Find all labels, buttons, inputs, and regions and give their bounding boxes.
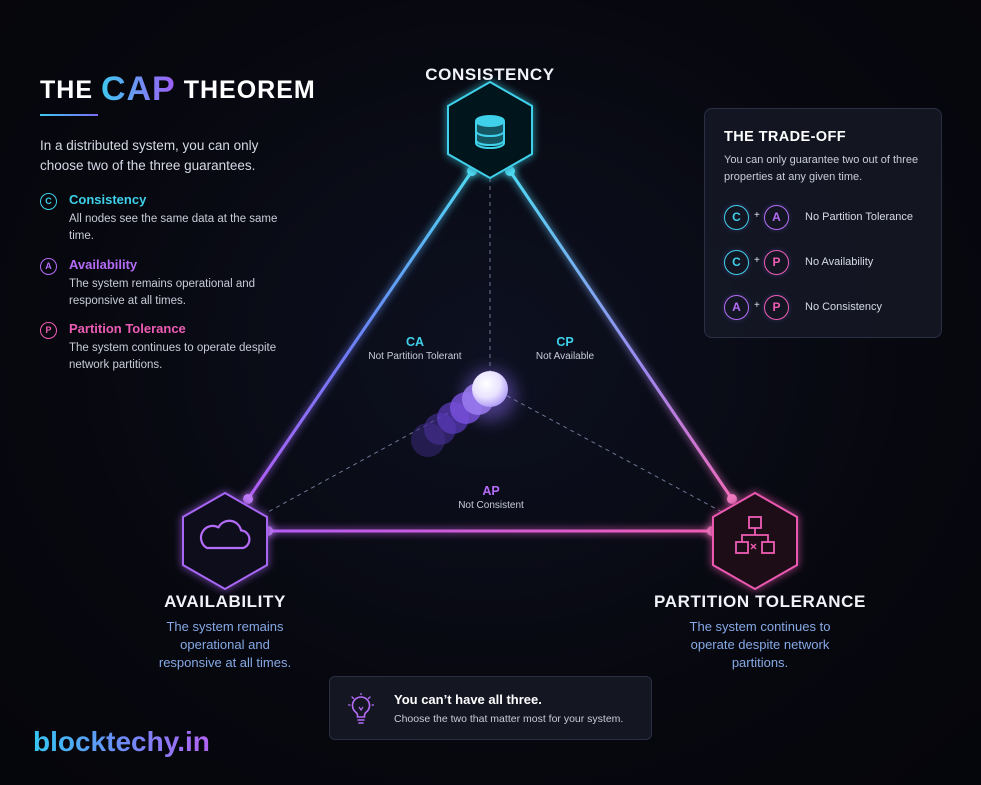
connector-dot [243,494,253,504]
combo-text: No Consistency [805,301,883,313]
title-underline [40,114,98,116]
combo-badge-p: P [764,295,789,320]
edge-label-cp: CP Not Available [515,335,615,362]
availability-desc: The system remains operational and respo… [158,619,292,670]
edge-key: CA [405,335,425,349]
partition-desc: The system continues to operate despite … [689,619,831,670]
edge-desc: Not Partition Tolerant [368,351,462,362]
note-desc: Choose the two that matter most for your… [394,713,624,725]
plus-sign: + [754,255,760,266]
edge-desc: Not Consistent [458,500,524,511]
definition-desc: The system continues to operate despite … [69,342,277,371]
definition-title: Partition Tolerance [69,321,186,336]
combo-text: No Availability [805,256,874,268]
tradeoff-panel: THE TRADE-OFF You can only guarantee two… [704,108,942,338]
combo-ca: C + A No Partition Tolerance [724,205,939,233]
combo-cp: C + P No Availability [724,250,939,278]
dashed-line-to-partition [499,391,723,513]
consistency-node [447,80,533,180]
edge-cp [508,170,734,500]
tradeoff-desc: You can only guarantee two out of three … [724,154,919,183]
edge-key: AP [482,484,500,498]
page-title: THE CAP THEOREM [40,70,316,109]
combo-badge-a: A [724,295,749,320]
partition-label: PARTITION TOLERANCE [654,592,866,611]
brand-logo-text[interactable]: blocktechy.in [33,726,210,757]
partition-node [712,491,798,591]
title-suffix: THEOREM [183,76,316,104]
combo-badge-a: A [764,205,789,230]
plus-sign: + [754,300,760,311]
edge-desc: Not Available [535,351,595,362]
definition-title: Consistency [69,192,147,207]
edge-label-ap: AP Not Consistent [441,484,541,511]
edge-key: CP [556,335,574,349]
availability-node [182,491,268,591]
combo-ap: A + P No Consistency [724,295,939,323]
badge-c: C [40,193,57,210]
connector-dot [727,494,737,504]
combo-badge-c: C [724,205,749,230]
intro-text: In a distributed system, you can only ch… [40,138,259,173]
database-icon [475,115,505,150]
definition-title: Availability [69,257,138,272]
badge-a: A [40,258,57,275]
note-box: You can’t have all three. Choose the two… [329,676,652,740]
edge-label-ca: CA Not Partition Tolerant [360,335,470,362]
plus-sign: + [754,210,760,221]
combo-badge-c: C [724,250,749,275]
title-prefix: THE [40,76,93,104]
network-icon [735,516,775,554]
definition-desc: The system remains operational and respo… [69,278,256,307]
combo-badge-p: P [764,250,789,275]
edge-ca [246,170,474,500]
consistency-label: CONSISTENCY [425,65,555,84]
combo-text: No Partition Tolerance [805,211,914,223]
availability-label: AVAILABILITY [164,592,286,611]
center-orb [411,369,516,457]
title-highlight: CAP [100,70,176,108]
lightbulb-icon [348,693,374,724]
badge-p: P [40,322,57,339]
tradeoff-title: THE TRADE-OFF [724,129,846,145]
definition-desc: All nodes see the same data at the same … [69,213,278,242]
cloud-icon [199,519,251,550]
note-title: You can’t have all three. [394,692,542,707]
